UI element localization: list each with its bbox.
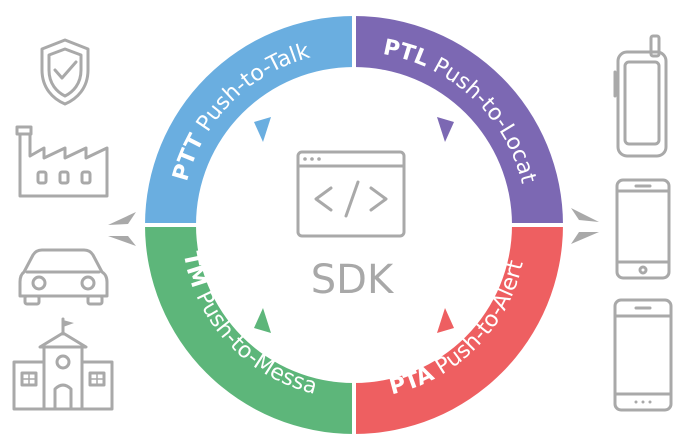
smartphone-icon <box>615 178 671 280</box>
code-window-icon <box>296 150 406 238</box>
tablet-phone-icon <box>613 298 673 412</box>
ptl-segment <box>354 16 563 225</box>
rugged-phone-icon <box>613 34 668 158</box>
right-double-arrow-icon <box>571 208 599 244</box>
pta-segment <box>354 225 563 434</box>
sdk-label: SDK <box>311 257 395 303</box>
car-icon <box>18 248 109 306</box>
ptm-segment <box>145 225 354 434</box>
school-icon <box>12 317 114 411</box>
ring <box>141 12 567 435</box>
ptm-arrowhead <box>254 308 271 333</box>
ptt-segment <box>145 16 354 225</box>
pta-arrowhead <box>437 308 454 333</box>
left-double-arrow-icon <box>108 212 136 246</box>
factory-icon <box>15 125 109 198</box>
ptl-arrowhead <box>437 117 454 142</box>
ptt-arrowhead <box>254 117 271 142</box>
shield-check-icon <box>40 38 90 106</box>
